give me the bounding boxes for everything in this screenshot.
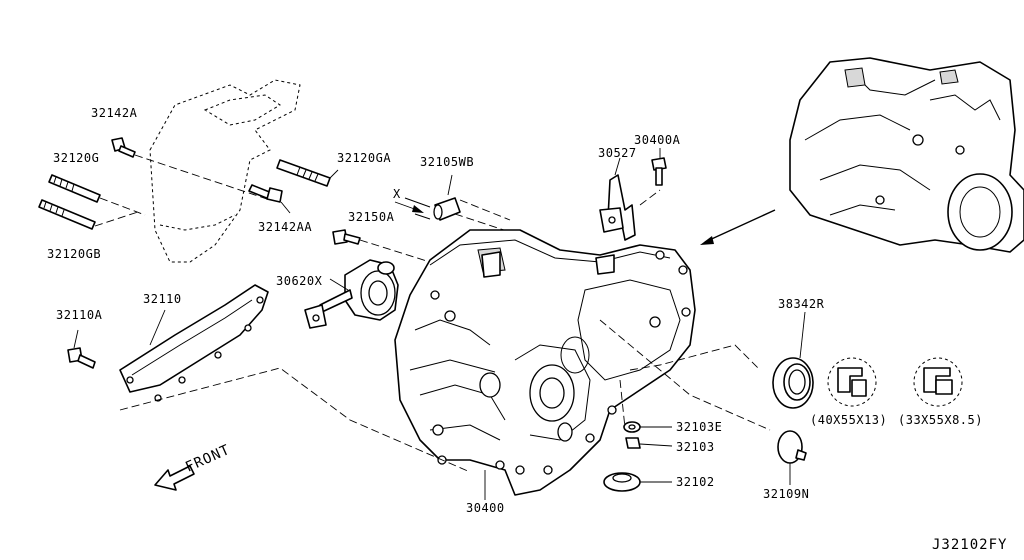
stud-32120G (48, 174, 146, 216)
label-32105WB: 32105WB (420, 155, 474, 169)
label-32110: 32110 (143, 292, 182, 306)
bolt-32150A (332, 229, 431, 263)
transmission-assembly-view (789, 57, 1024, 253)
assembly-lines (119, 199, 771, 473)
transmission-case-30400 (394, 229, 696, 500)
label-32110A: 32110A (56, 308, 103, 322)
ghost-cover-outline (149, 79, 301, 263)
label-30620X: 30620X (276, 274, 323, 288)
front-arrow-icon (154, 465, 195, 491)
cap-32109N (777, 430, 807, 485)
stud-32120GA (276, 159, 339, 187)
seal-dimension-left: (40X55X13) (810, 413, 887, 427)
stud-32120GB (38, 199, 139, 230)
label-32120GB: 32120GB (47, 247, 101, 261)
seal-32102 (603, 472, 672, 492)
label-32103: 32103 (676, 440, 715, 454)
bolt-32142A (111, 137, 271, 201)
label-32150A: 32150A (348, 210, 395, 224)
seal-section-right-icon (913, 357, 963, 407)
front-direction-label: FRONT (183, 442, 233, 476)
bolt-32142AA (248, 184, 291, 214)
washer-32103E (623, 421, 672, 433)
bolt-30400A (639, 148, 667, 206)
seal-dimension-right: (33X55X8.5) (898, 413, 983, 427)
x-marker-arrow-icon (394, 201, 424, 213)
dowel-pin-32105WB (404, 174, 511, 233)
label-30527: 30527 (598, 146, 637, 160)
label-38342R: 38342R (778, 297, 825, 311)
bracket-30527 (599, 157, 636, 241)
plug-32103 (625, 437, 673, 449)
label-32109N: 32109N (763, 487, 809, 501)
oil-seal-38342R (772, 311, 814, 409)
label-32103E: 32103E (676, 420, 722, 434)
cover-plate-32110 (119, 284, 269, 402)
label-32120GA: 32120GA (337, 151, 391, 165)
diagram-id: J32102FY (932, 537, 1007, 553)
release-bearing-30620X (304, 259, 399, 329)
label-30400: 30400 (466, 501, 505, 515)
axis-marker-x: X (393, 187, 401, 201)
label-32120G: 32120G (53, 151, 99, 165)
label-32142A: 32142A (91, 106, 138, 120)
label-32142AA: 32142AA (258, 220, 312, 234)
label-32102: 32102 (676, 475, 715, 489)
seal-section-left-icon (827, 357, 877, 407)
assembly-arrow-icon (700, 209, 776, 245)
label-30400A: 30400A (634, 133, 681, 147)
bolt-32110A (67, 329, 96, 369)
part-labels: 32142A 32120G 32120GA 32120GB 32142AA 32… (47, 106, 1007, 553)
